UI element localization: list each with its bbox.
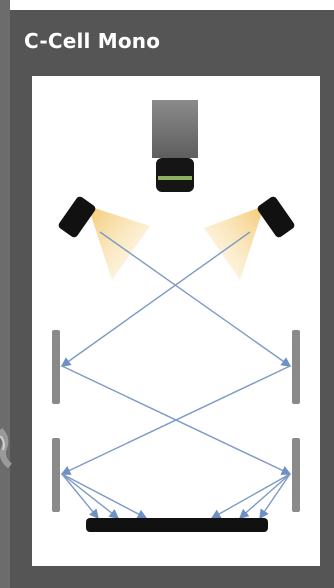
window-left-edge [0, 0, 10, 588]
camera-icon [152, 100, 198, 192]
sample-stage-icon [86, 518, 268, 532]
mirror-lower-left [52, 438, 60, 512]
mirror-upper-right [292, 330, 300, 404]
spotlight-right-icon [257, 196, 295, 238]
ray-fan-left-3 [61, 473, 148, 519]
ray-right-to-left-mirror [60, 231, 251, 367]
ray-fan-right-1 [210, 473, 291, 519]
spotlight-left-icon [58, 196, 96, 238]
light-beam-left [88, 206, 150, 280]
light-rays [60, 231, 292, 520]
ray-fan-right-3 [259, 473, 291, 520]
mirror-lower-right [292, 438, 300, 512]
ray-left-to-right-mirror [99, 231, 292, 367]
cable-icon [0, 427, 12, 469]
panel-title: C-Cell Mono [24, 29, 161, 53]
ray-upper-right-to-lower-left [60, 365, 291, 475]
mirror-upper-left [52, 330, 60, 404]
ray-fan-left-1 [61, 473, 99, 520]
ray-fan-left-2 [61, 473, 120, 519]
ray-fan-right-2 [238, 473, 291, 519]
